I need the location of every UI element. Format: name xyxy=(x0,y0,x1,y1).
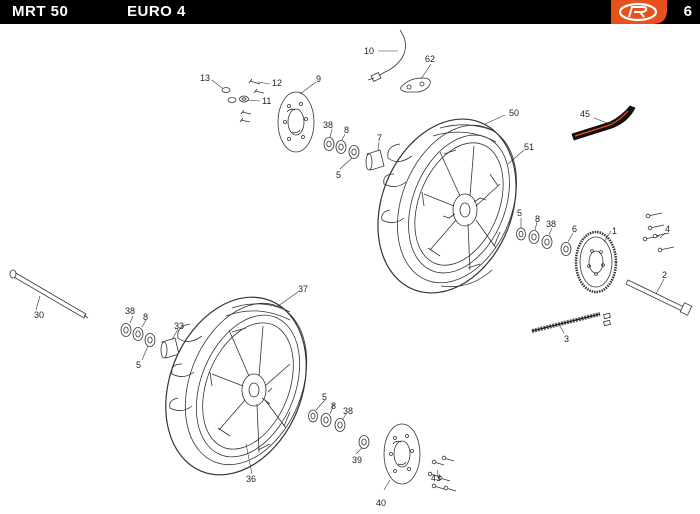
drive-chain xyxy=(531,312,611,333)
rieju-r-logo-icon xyxy=(611,0,667,24)
speedometer-cable xyxy=(367,29,431,93)
part-label: 37 xyxy=(298,284,308,294)
part-label: 1 xyxy=(612,226,617,236)
part-label: 30 xyxy=(34,310,44,320)
part-label: 6 xyxy=(572,224,577,234)
front-axle xyxy=(9,269,89,319)
page-header: MRT 50 EURO 4 6 xyxy=(0,0,700,24)
part-label: 12 xyxy=(272,78,282,88)
front-wheel xyxy=(165,296,308,476)
part-label: 8 xyxy=(344,125,349,135)
part-label: 9 xyxy=(316,74,321,84)
norm-label: EURO 4 xyxy=(127,3,186,20)
part-label: 8 xyxy=(143,312,148,322)
part-label: 38 xyxy=(343,406,353,416)
leader-lines xyxy=(35,50,666,491)
rear-brake-disc xyxy=(277,91,315,153)
front-bearing-set-left xyxy=(120,323,180,359)
part-label: 36 xyxy=(246,474,256,484)
chain-guide xyxy=(571,105,636,141)
front-brake-disc xyxy=(383,423,421,485)
rear-axle xyxy=(625,279,693,316)
rear-wheel xyxy=(377,118,517,294)
part-label: 50 xyxy=(509,108,519,118)
rear-hub-bearing-set xyxy=(516,227,572,256)
part-label: 38 xyxy=(125,306,135,316)
part-label: 38 xyxy=(546,219,556,229)
part-label: 4 xyxy=(665,224,670,234)
exploded-parts-diagram: 1 2 3 4 5 5 5 5 6 7 8 8 8 8 9 10 11 12 1… xyxy=(9,29,693,508)
part-label: 39 xyxy=(352,455,362,465)
sprocket-bolts xyxy=(642,212,675,253)
front-bearing-set-right xyxy=(308,409,370,449)
part-label: 3 xyxy=(564,334,569,344)
part-label: 5 xyxy=(517,208,522,218)
disc-bolts-lower xyxy=(427,455,457,492)
part-label: 5 xyxy=(322,392,327,402)
part-label: 7 xyxy=(377,133,382,143)
part-label: 62 xyxy=(425,54,435,64)
part-label: 8 xyxy=(535,214,540,224)
part-label: 38 xyxy=(323,120,333,130)
part-label: 40 xyxy=(376,498,386,508)
part-label: 2 xyxy=(662,270,667,280)
part-label: 43 xyxy=(431,473,441,483)
page-number: 6 xyxy=(683,3,692,20)
model-name: MRT 50 xyxy=(12,3,69,20)
part-label: 33 xyxy=(174,321,184,331)
part-label: 11 xyxy=(262,96,271,106)
disc-bolts-upper xyxy=(221,78,265,123)
part-label: 13 xyxy=(200,73,210,83)
part-label: 10 xyxy=(364,46,374,56)
part-labels: 1 2 3 4 5 5 5 5 6 7 8 8 8 8 9 10 11 12 1… xyxy=(34,46,670,508)
part-label: 8 xyxy=(331,401,336,411)
part-label: 5 xyxy=(136,360,141,370)
part-label: 51 xyxy=(524,142,534,152)
rear-sprocket xyxy=(574,230,618,294)
part-label: 5 xyxy=(336,170,341,180)
upper-bearing-set xyxy=(323,137,385,171)
part-label: 45 xyxy=(580,109,590,119)
